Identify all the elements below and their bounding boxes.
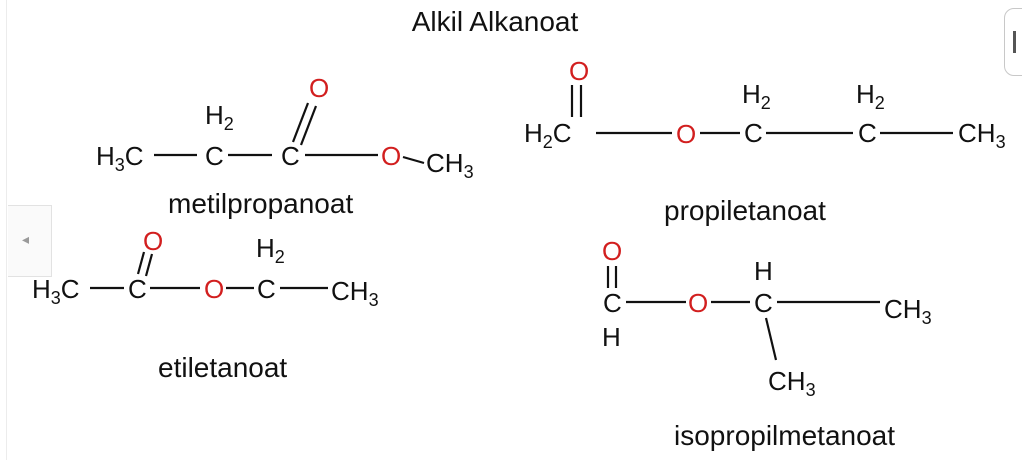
atom-h2: H2 bbox=[856, 79, 885, 113]
page-title: Alkil Alkanoat bbox=[411, 6, 579, 37]
atom-c: C bbox=[205, 141, 224, 171]
atom-c: C bbox=[603, 288, 622, 318]
atom-h3c: H3C bbox=[32, 274, 80, 308]
structure-isopropilmetanoat: O C H O C H CH3 CH3 bbox=[602, 236, 932, 400]
compound-name-metilpropanoat: metilpropanoat bbox=[168, 188, 354, 219]
atom-h2: H2 bbox=[205, 100, 234, 134]
compound-name-propiletanoat: propiletanoat bbox=[664, 195, 826, 226]
page-edge bbox=[6, 0, 7, 460]
next-slide-tab[interactable] bbox=[1004, 8, 1022, 76]
atom-h: H bbox=[754, 256, 773, 286]
atom-o: O bbox=[309, 73, 329, 103]
atom-o: O bbox=[143, 226, 163, 256]
atom-c: C bbox=[128, 274, 147, 304]
atom-ch3: CH3 bbox=[958, 118, 1006, 152]
atom-o: O bbox=[204, 274, 224, 304]
atom-h2: H2 bbox=[742, 79, 771, 113]
atom-c: C bbox=[281, 141, 300, 171]
atom-o: O bbox=[602, 236, 622, 266]
atom-o: O bbox=[569, 56, 589, 86]
structure-metilpropanoat: H3C C H2 C O O CH3 bbox=[96, 73, 474, 182]
chevron-left-icon: ◂ bbox=[22, 231, 30, 247]
atom-ch3: CH3 bbox=[426, 148, 474, 182]
atom-o: O bbox=[688, 288, 708, 318]
atom-ch3: CH3 bbox=[331, 276, 379, 310]
compound-name-isopropilmetanoat: isopropilmetanoat bbox=[674, 420, 896, 451]
prev-slide-tab[interactable]: ◂ bbox=[8, 205, 52, 277]
atom-o: O bbox=[676, 119, 696, 149]
atom-ch3: CH3 bbox=[884, 294, 932, 328]
atom-c: C bbox=[744, 118, 763, 148]
compound-name-etiletanoat: etiletanoat bbox=[158, 352, 288, 383]
atom-ch3: CH3 bbox=[768, 366, 816, 400]
structure-propiletanoat: H2C O O C H2 C H2 CH3 bbox=[524, 56, 1006, 152]
atom-c: C bbox=[754, 288, 773, 318]
atom-o: O bbox=[381, 141, 401, 171]
atom-h2c: H2C bbox=[524, 118, 572, 152]
atom-c: C bbox=[858, 118, 877, 148]
atom-h2: H2 bbox=[256, 233, 285, 267]
atom-c: C bbox=[257, 274, 276, 304]
bar-icon bbox=[1013, 31, 1016, 53]
structure-etiletanoat: H3C C O O C H2 CH3 bbox=[32, 226, 379, 310]
atom-h3c: H3C bbox=[96, 141, 144, 175]
atom-h: H bbox=[602, 322, 621, 352]
